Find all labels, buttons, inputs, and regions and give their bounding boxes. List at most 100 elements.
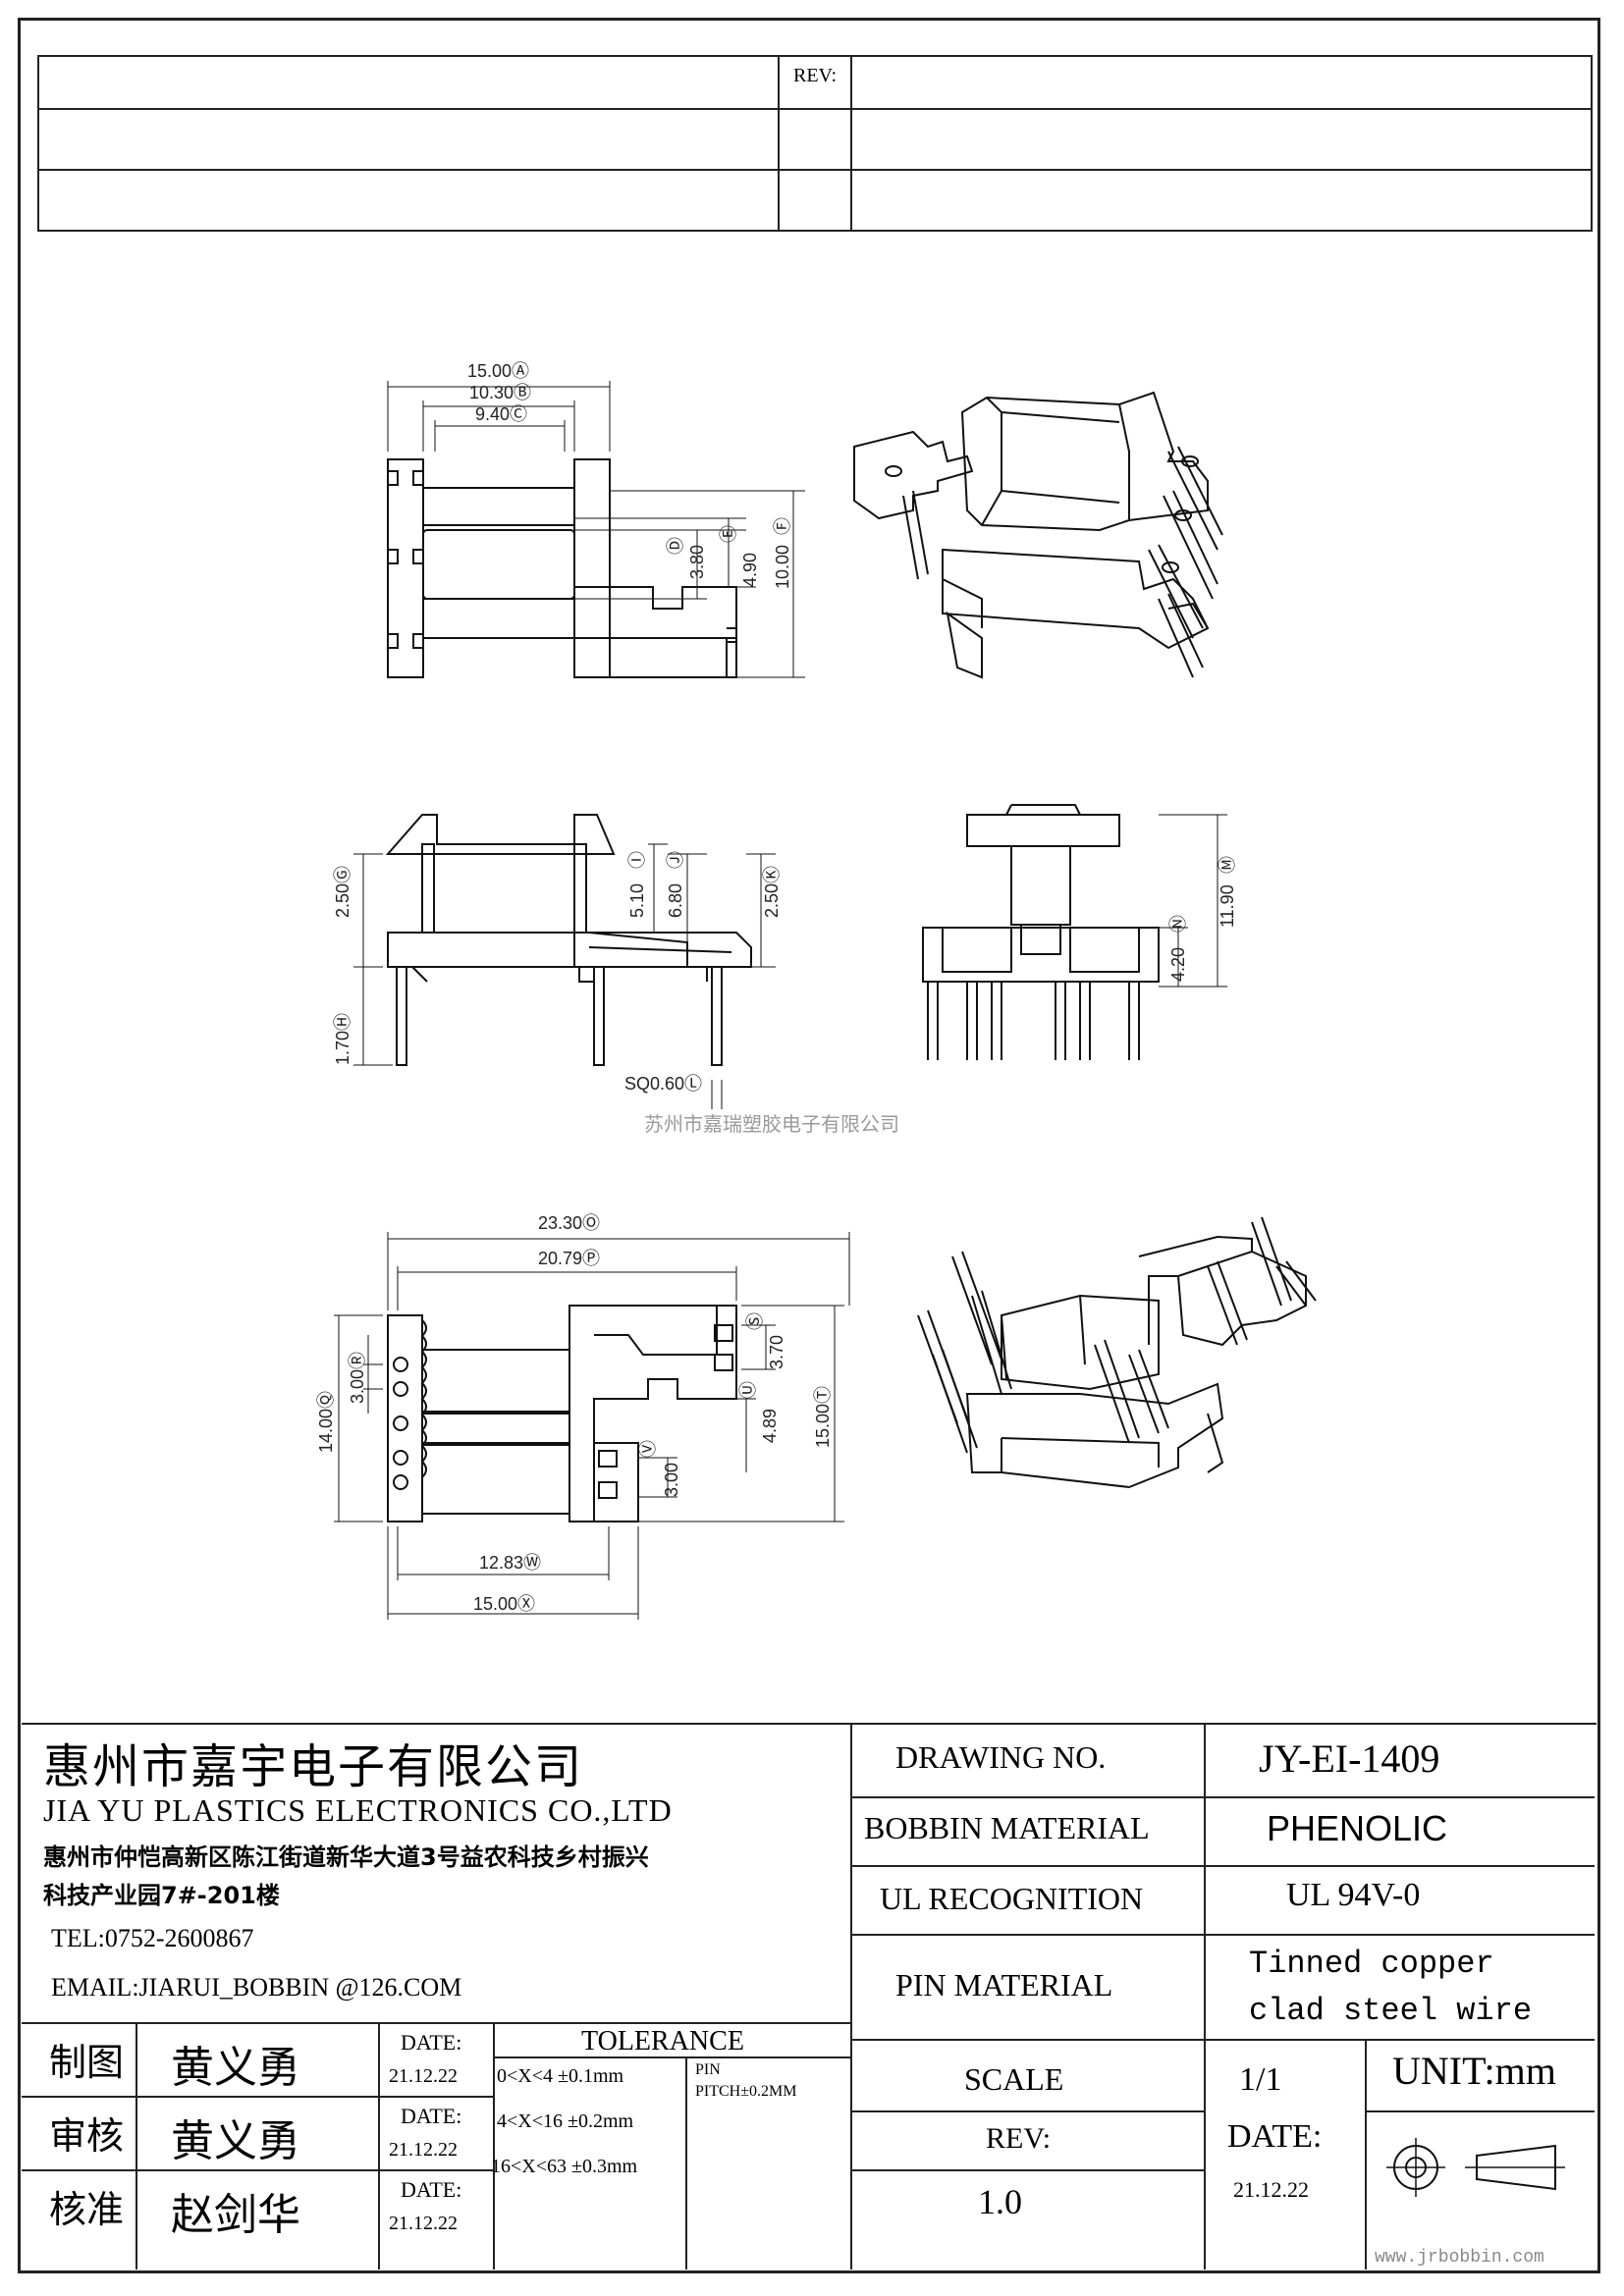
- tb-row-line: [850, 2169, 1204, 2171]
- tb-col-line: [493, 2022, 495, 2269]
- email: EMAIL:JIARUI_BOBBIN @126.COM: [51, 1973, 462, 2002]
- drawing-no-value: JY-EI-1409: [1259, 1736, 1440, 1781]
- dim-23-30o: 23.30Ⓞ: [538, 1213, 600, 1233]
- dim-4-89: 4.89: [760, 1409, 780, 1443]
- dim-5-10: 5.10: [627, 883, 647, 918]
- date-draw: 21.12.22: [389, 2065, 458, 2087]
- dim-2-50g: 2.50Ⓖ: [333, 866, 352, 918]
- rev-row-line: [37, 169, 1593, 171]
- pin-material-line2: clad steel wire: [1249, 1993, 1533, 2029]
- tb-row-line: [850, 2110, 1204, 2112]
- watermark-url: www.jrbobbin.com: [1375, 2248, 1544, 2268]
- drawing-border: [18, 18, 1600, 2273]
- iso-view-bottom: [917, 1216, 1317, 1489]
- date-label-check: DATE:: [401, 2104, 462, 2128]
- dim-15-00x: 15.00Ⓧ: [473, 1594, 535, 1614]
- role-approve: 核准: [49, 2188, 125, 2231]
- iso-view-top: [853, 391, 1223, 679]
- rev-row-line: [37, 230, 1593, 232]
- scale-value: 1/1: [1239, 2061, 1282, 2098]
- rev-row-line: [37, 108, 1593, 110]
- tolerance-row-3: 16<X<63 ±0.3mm: [491, 2156, 638, 2177]
- end-view: [922, 804, 1227, 1060]
- dim-1-70h: 1.70Ⓗ: [333, 1013, 352, 1065]
- dim-15-00a: 15.00Ⓐ: [467, 361, 529, 381]
- dim-3-00v-tag: Ⓥ: [638, 1440, 658, 1458]
- dim-4-20-tag: Ⓝ: [1168, 915, 1188, 933]
- tolerance-label: TOLERANCE: [581, 2026, 744, 2056]
- ul-label: UL RECOGNITION: [880, 1881, 1144, 1916]
- dim-11-90-tag: Ⓜ: [1218, 856, 1237, 874]
- dim-10-00-tag: Ⓕ: [773, 517, 792, 535]
- dim-15-00t: 15.00Ⓣ: [813, 1386, 833, 1448]
- dim-3-70-tag: Ⓢ: [745, 1312, 765, 1330]
- dim-3-00v: 3.00: [662, 1463, 681, 1497]
- bottom-view: [334, 1232, 850, 1620]
- unit-label: UNIT:mm: [1392, 2049, 1556, 2093]
- rev-right-line: [1591, 55, 1593, 230]
- pin-pitch: PITCH±0.2MM: [695, 2083, 797, 2100]
- name-draw: 黄义勇: [171, 2043, 300, 2093]
- rev-left-line: [37, 55, 39, 230]
- tb-row-line: [850, 1796, 1595, 1798]
- dim-4-90: 4.90: [740, 553, 760, 587]
- drawing-no-label: DRAWING NO.: [895, 1739, 1107, 1775]
- tb-col-line: [1204, 1723, 1206, 2269]
- tb-row-line: [22, 2022, 850, 2024]
- dim-10-00: 10.00: [773, 545, 792, 589]
- tb-divider: [850, 1723, 852, 2269]
- dim-6-80-tag: Ⓙ: [666, 851, 685, 869]
- name-check: 黄义勇: [171, 2116, 300, 2166]
- tel: TEL:0752-2600867: [51, 1924, 254, 1952]
- date-label-approve: DATE:: [401, 2177, 462, 2202]
- pin-label: PIN: [695, 2061, 721, 2078]
- date-label-draw: DATE:: [401, 2030, 462, 2055]
- rev-label: REV:: [793, 65, 838, 86]
- date-approve: 21.12.22: [389, 2213, 458, 2234]
- dim-5-10-tag: Ⓘ: [627, 851, 647, 869]
- top-view: [387, 381, 805, 678]
- dim-20-79p: 20.79Ⓟ: [538, 1249, 600, 1268]
- tb-row-line: [1365, 2110, 1595, 2112]
- tb-row-line: [22, 2169, 493, 2171]
- role-check: 审核: [49, 2114, 125, 2158]
- tb-row-line: [850, 1865, 1595, 1867]
- tb-col-line: [1365, 2039, 1367, 2269]
- side-view: [353, 814, 776, 1109]
- dim-10-30b: 10.30Ⓑ: [469, 383, 531, 402]
- rev-label-tb: REV:: [986, 2122, 1052, 2155]
- tb-row-line: [850, 1934, 1595, 1936]
- dim-11-90: 11.90: [1218, 884, 1237, 928]
- tb-row-line: [22, 2096, 493, 2098]
- dim-12-83w: 12.83Ⓦ: [479, 1553, 541, 1573]
- bobbin-material-value: PHENOLIC: [1267, 1808, 1448, 1848]
- tb-top-line: [22, 1723, 1597, 1725]
- dim-9-40c: 9.40Ⓒ: [475, 404, 527, 424]
- scale-label: SCALE: [964, 2061, 1064, 2097]
- tb-col-line: [378, 2022, 380, 2269]
- address-line-2: 科技产业园7#-201楼: [43, 1882, 280, 1909]
- company-name-en: JIA YU PLASTICS ELECTRONICS CO.,LTD: [43, 1792, 673, 1828]
- pin-material-label: PIN MATERIAL: [895, 1967, 1113, 2002]
- dim-3-00r: 3.00Ⓡ: [348, 1352, 367, 1404]
- date-check: 21.12.22: [389, 2139, 458, 2161]
- tb-row-line: [493, 2056, 850, 2058]
- dim-2-50k: 2.50Ⓚ: [762, 866, 782, 918]
- dim-4-20: 4.20: [1168, 947, 1188, 982]
- dim-4-89-tag: Ⓤ: [738, 1381, 758, 1399]
- tb-row-line: [850, 2039, 1595, 2041]
- dim-4-90-tag: Ⓔ: [719, 525, 738, 543]
- dim-14-00q: 14.00Ⓠ: [316, 1391, 336, 1453]
- address-line-1: 惠州市仲恺高新区陈江街道新华大道3号益农科技乡村振兴: [43, 1843, 649, 1871]
- rev-col-line: [778, 55, 780, 230]
- rev-top-line: [37, 55, 1593, 57]
- pin-material-line1: Tinned copper: [1249, 1946, 1494, 1982]
- watermark-company: 苏州市嘉瑞塑胶电子有限公司: [644, 1113, 899, 1136]
- tb-col-line: [685, 2056, 687, 2269]
- ul-value: UL 94V-0: [1286, 1877, 1421, 1913]
- dim-6-80: 6.80: [666, 883, 685, 918]
- dim-3-80-tag: Ⓓ: [666, 537, 685, 555]
- tb-col-line: [135, 2022, 137, 2269]
- date-value-tb: 21.12.22: [1233, 2177, 1309, 2202]
